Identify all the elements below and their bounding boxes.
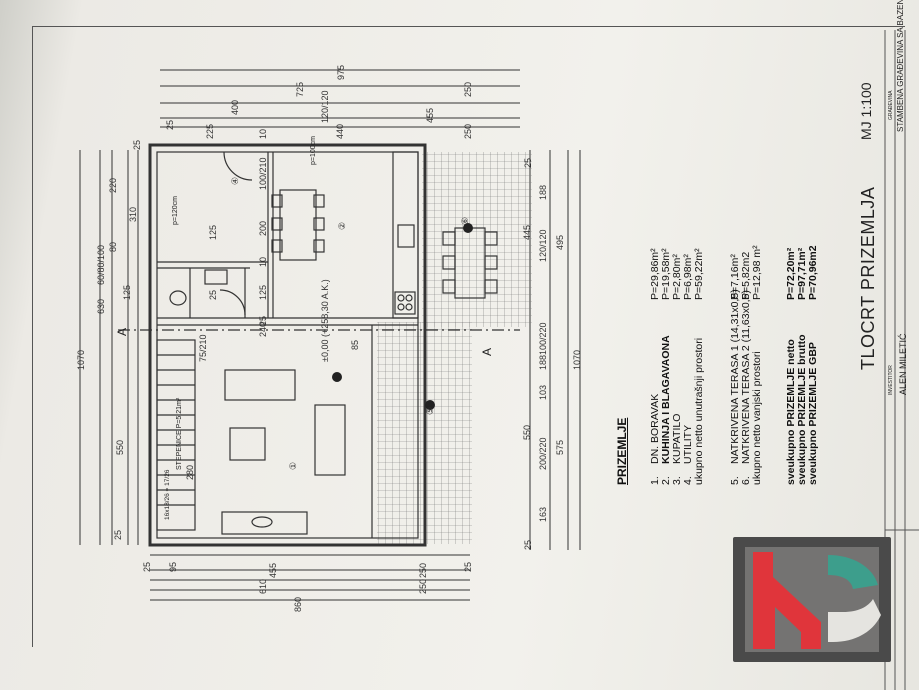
gradjevina-label: GRAĐEVINA	[888, 90, 894, 120]
watermark-logo	[733, 537, 891, 662]
investor-name: ALEN MILETIĆ	[898, 333, 908, 395]
drawing-frame	[32, 26, 905, 647]
gradjevina-value: STAMBENA GRAĐEVINA SA BAZENOM	[896, 0, 905, 132]
investitor-label: INVESTITOR	[888, 365, 894, 395]
